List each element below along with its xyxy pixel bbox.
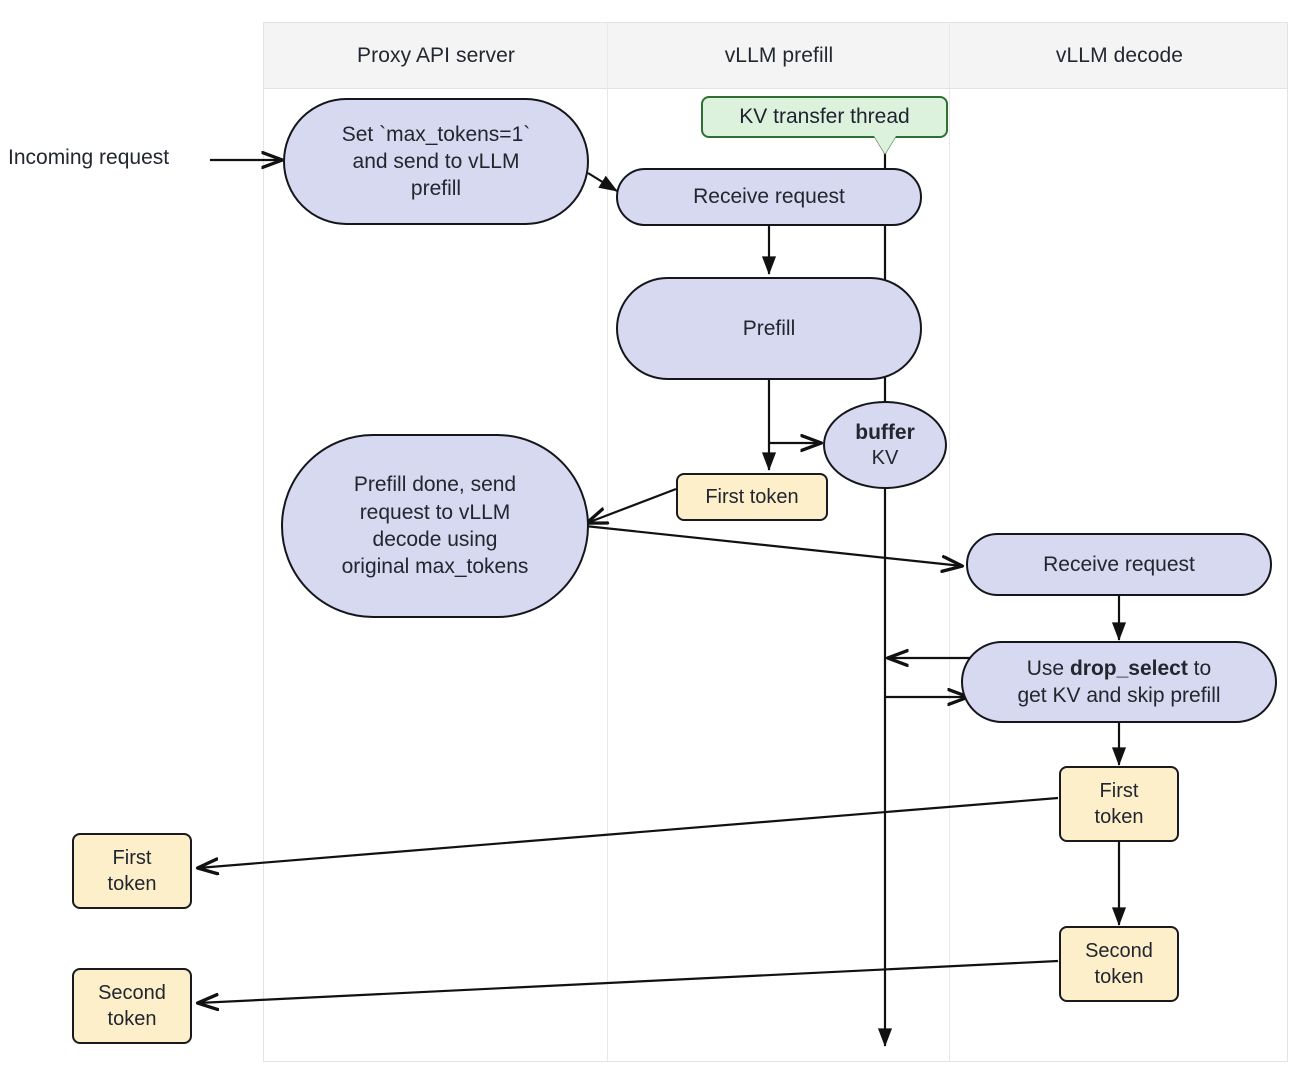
node-decode-second-token[interactable]: Second token — [1059, 926, 1179, 1002]
node-set-max-tokens[interactable]: Set `max_tokens=1` and send to vLLM pref… — [283, 98, 589, 225]
node-kv-transfer-thread[interactable]: KV transfer thread — [701, 96, 948, 138]
drop-select-text-after: to get KV and skip prefill — [1017, 656, 1221, 707]
drop-select-bold-label: drop_select — [1069, 656, 1188, 680]
node-prefill-done[interactable]: Prefill done, send request to vLLM decod… — [281, 434, 589, 618]
edge-decodefirst-to-outfirst — [198, 796, 1059, 868]
node-buffer-kv[interactable]: buffer KV — [823, 401, 947, 489]
lane-title-proxy: Proxy API server — [357, 44, 515, 67]
edge-set-to-receive — [587, 172, 618, 192]
edge-prefilldone-to-decodereceive — [584, 524, 962, 566]
node-prefill-receive-request[interactable]: Receive request — [616, 168, 922, 226]
lane-title-prefill: vLLM prefill — [724, 44, 834, 67]
buffer-kv-bold-label: buffer — [855, 421, 915, 445]
lane-column-prefill — [608, 23, 950, 1061]
node-output-first-token[interactable]: First token — [72, 833, 192, 909]
kv-transfer-thread-tail — [874, 136, 896, 154]
lane-column-proxy — [264, 23, 608, 1061]
edge-firsttoken-to-prefilldone — [587, 487, 677, 523]
drop-select-text-before: Use — [1026, 656, 1070, 680]
lane-title-decode: vLLM decode — [1055, 44, 1184, 67]
node-output-second-token[interactable]: Second token — [72, 968, 192, 1044]
node-prefill-first-token[interactable]: First token — [676, 473, 828, 521]
node-decode-receive-request[interactable]: Receive request — [966, 533, 1272, 596]
node-prefill[interactable]: Prefill — [616, 277, 922, 380]
edge-decodesecond-to-outsecond — [198, 959, 1059, 1003]
lane-header-band — [264, 23, 1287, 89]
node-drop-select[interactable]: Use drop_select to get KV and skip prefi… — [961, 641, 1277, 723]
buffer-kv-sub-label: KV — [871, 446, 899, 469]
incoming-request-label: Incoming request — [8, 146, 170, 169]
node-decode-first-token[interactable]: First token — [1059, 766, 1179, 842]
